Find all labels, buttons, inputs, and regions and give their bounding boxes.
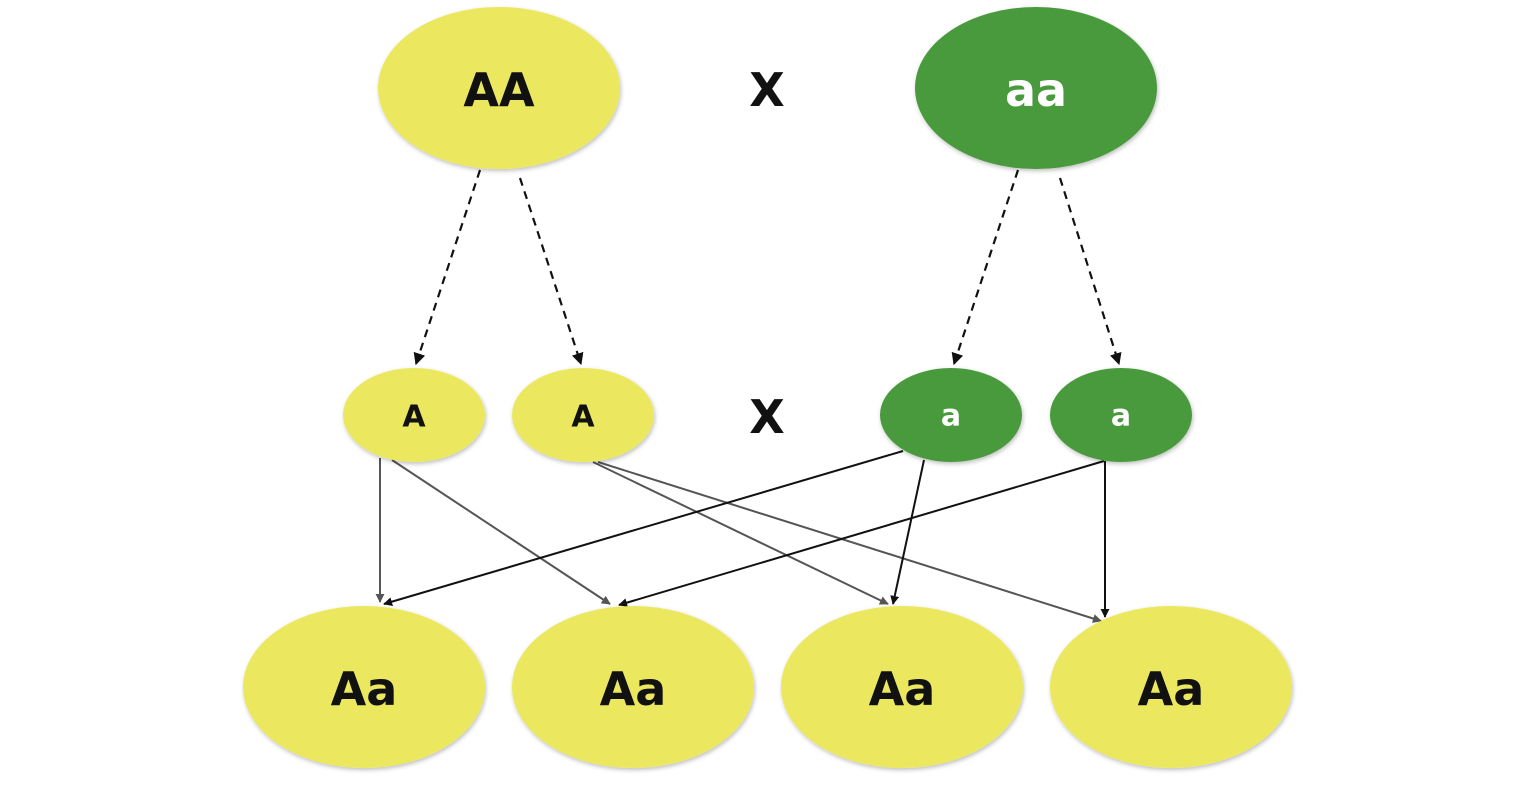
gamete-node-1: A [343,368,485,462]
arrow-gamete-2-to-offspring-3 [592,461,889,605]
offspring-1-ellipse [243,606,485,768]
arrow-parent-left-to-gamete-1 [413,169,482,366]
parent-to-gamete-arrows [413,169,1122,366]
offspring-1-label: Aa [331,662,398,716]
arrow-gamete-2-to-offspring-4 [597,461,1102,623]
gamete-3-label: a [941,399,961,434]
parent-right-node: aa [915,7,1157,169]
gamete-1-ellipse [343,368,485,462]
offspring-node-1: Aa [243,606,485,768]
gamete-generation: A A X a a [343,368,1192,462]
offspring-4-label: Aa [1138,662,1205,716]
offspring-generation: Aa Aa Aa Aa [243,606,1292,768]
arrow-parent-right-to-gamete-4 [1058,177,1122,366]
arrow-gamete-3-to-offspring-3 [890,459,925,605]
offspring-node-4: Aa [1050,606,1292,768]
parent-left-node: AA [378,7,620,169]
arrow-gamete-1-to-offspring-2 [391,459,611,605]
arrow-gamete-4-to-offspring-2 [618,460,1105,608]
arrow-gamete-3-to-offspring-1 [383,450,904,607]
gamete-2-ellipse [512,368,654,462]
gamete-2-label: A [571,400,595,435]
offspring-3-ellipse [781,606,1023,768]
offspring-3-label: Aa [869,662,936,716]
parent-right-ellipse [915,7,1157,169]
offspring-2-ellipse [512,606,754,768]
gamete-3-ellipse [880,368,1022,462]
arrow-parent-left-to-gamete-2 [518,177,584,366]
parent-left-label: AA [463,63,535,117]
offspring-4-ellipse [1050,606,1292,768]
gamete-4-label: a [1111,399,1131,434]
offspring-2-label: Aa [600,662,667,716]
parent-right-label: aa [1005,63,1067,117]
offspring-node-3: Aa [781,606,1023,768]
gamete-cross-symbol: X [749,390,784,444]
parent-generation: AA X aa [378,7,1157,169]
parent-left-ellipse [378,7,620,169]
gamete-4-ellipse [1050,368,1192,462]
arrow-parent-right-to-gamete-3 [951,169,1020,366]
gamete-node-4: a [1050,368,1192,462]
gamete-1-label: A [402,400,426,435]
gamete-node-2: A [512,368,654,462]
gamete-to-offspring-arrows [375,450,1110,623]
offspring-node-2: Aa [512,606,754,768]
gamete-node-3: a [880,368,1022,462]
parent-cross-symbol: X [749,63,784,117]
